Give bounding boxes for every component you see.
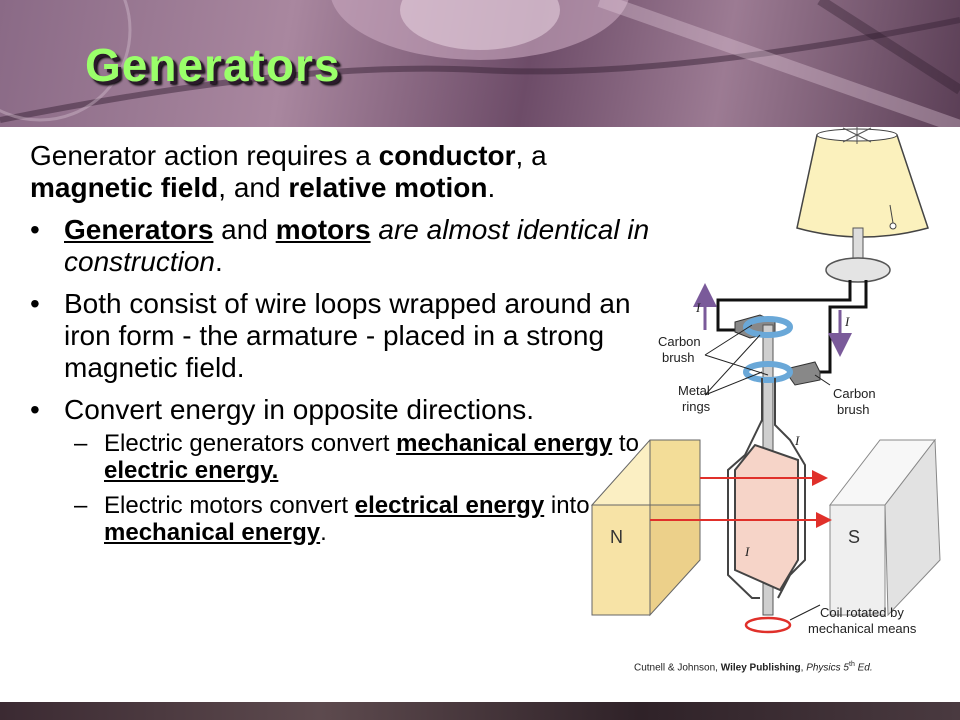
term-relative-motion: relative motion — [288, 172, 488, 203]
term-electrical-energy: electrical energy — [354, 492, 545, 519]
sub-item-generators: –Electric generators convert mechanical … — [74, 430, 639, 484]
slide-body: Generator action requires a conductor, a… — [30, 140, 650, 556]
label-current-2: I — [844, 314, 850, 329]
term-conductor: conductor — [378, 140, 516, 171]
term-mechanical-energy-2: mechanical energy — [104, 519, 321, 546]
label-current-1: I — [695, 300, 701, 315]
lamp-stem — [852, 227, 864, 261]
intro-paragraph: Generator action requires a conductor, a… — [30, 140, 547, 203]
coil-loop — [734, 443, 799, 592]
image-credit: Cutnell & Johnson, Wiley Publishing, Phy… — [634, 661, 873, 674]
label-current-4: I — [744, 544, 750, 559]
slide-title: Generators — [85, 39, 341, 91]
slip-ring-top — [743, 316, 793, 338]
bullet-item-convert-energy: •Convert energy in opposite directions. … — [30, 394, 650, 546]
label-metal-rings: Metal — [678, 383, 710, 398]
term-magnetic-field: magnetic field — [30, 172, 219, 203]
bullet-marker: • — [30, 394, 40, 425]
wire-right — [800, 280, 868, 374]
wire-left — [716, 280, 852, 332]
generator-diagram: Carbon brush Metal rings Carbon brush Co… — [590, 127, 941, 636]
north-magnet — [590, 439, 701, 617]
rotation-arrow-icon — [744, 616, 792, 634]
dash-marker: – — [74, 492, 88, 519]
lamp-base — [825, 257, 891, 283]
footer-strip — [0, 702, 960, 720]
term-electric-energy: electric energy. — [104, 457, 279, 484]
header-background-image — [0, 0, 960, 127]
bullet-marker: • — [30, 214, 40, 245]
label-north-pole: N — [610, 527, 623, 547]
bullet-item-wire-loops: •Both consist of wire loops wrapped arou… — [30, 288, 631, 383]
label-coil-rotated: Coil rotated by — [820, 605, 904, 620]
label-south-pole: S — [848, 527, 860, 547]
term-motors: motors — [275, 214, 371, 245]
header-banner: Generators — [0, 0, 960, 127]
label-leader-lines — [704, 324, 831, 621]
bullet-list: •Generators and motors are almost identi… — [30, 214, 650, 546]
south-magnet — [828, 438, 941, 617]
dash-marker: – — [74, 430, 88, 457]
slip-ring-bottom — [743, 361, 793, 383]
label-carbon-brush-1: Carbon — [658, 334, 701, 349]
term-generators: Generators — [64, 214, 214, 245]
bullet-marker: • — [30, 288, 40, 319]
bullet-item-generators-motors: •Generators and motors are almost identi… — [30, 214, 650, 277]
term-mechanical-energy: mechanical energy — [396, 430, 613, 457]
carbon-brush-bottom — [789, 361, 821, 386]
lamp-shade — [796, 127, 929, 238]
label-carbon-brush-2: Carbon — [833, 386, 876, 401]
label-carbon-brush-2b: brush — [837, 402, 870, 417]
label-current-3: I — [794, 433, 800, 448]
label-metal-rings-b: rings — [682, 399, 711, 414]
label-mechanical-means: mechanical means — [808, 621, 917, 636]
sub-bullet-list: –Electric generators convert mechanical … — [64, 430, 650, 546]
sub-item-motors: –Electric motors convert electrical ener… — [74, 492, 590, 546]
label-carbon-brush-1b: brush — [662, 350, 695, 365]
